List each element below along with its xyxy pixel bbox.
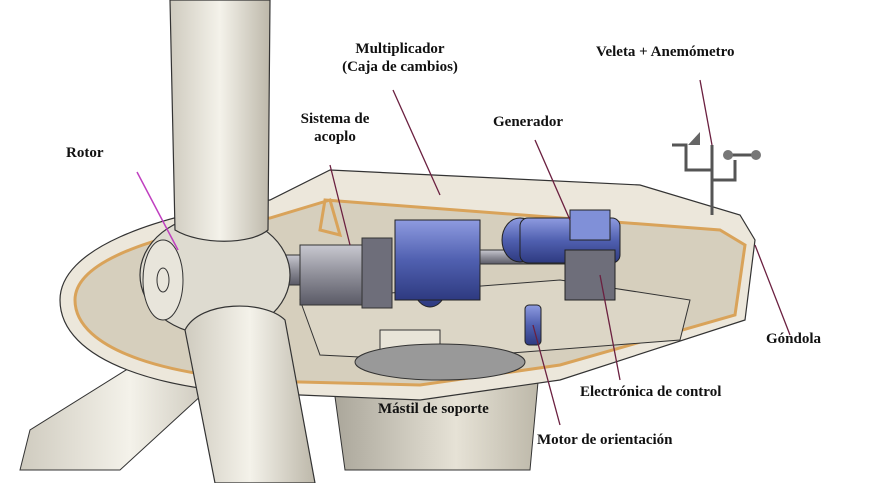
generator-box: [569, 209, 611, 241]
leader-generator: [534, 139, 571, 221]
cup-left: [723, 150, 733, 160]
blade-top: [169, 0, 271, 242]
label-support-mast: Mástil de soporte: [378, 401, 489, 417]
label-coupling-line1: Sistema de: [300, 111, 370, 127]
label-vane-anemometer: Veleta + Anemómetro: [596, 44, 735, 60]
leader-nacelle: [754, 244, 791, 336]
control-cabinet: [564, 249, 616, 301]
leader-yaw-motor: [532, 324, 561, 426]
label-coupling-line2: acoplo: [314, 129, 356, 145]
vane-fin: [688, 132, 700, 145]
label-gearbox-line2: (Caja de cambios): [342, 59, 458, 75]
coupling-block: [361, 237, 393, 309]
yaw-ring: [354, 343, 526, 381]
label-generator: Generador: [493, 114, 563, 130]
label-gearbox: Multiplicador (Caja de cambios): [320, 40, 480, 76]
label-control-electronics: Electrónica de control: [580, 384, 722, 400]
hub-center: [156, 267, 170, 293]
blade-lower: [184, 305, 316, 483]
gearbox-body: [394, 219, 481, 301]
label-yaw-motor: Motor de orientación: [537, 432, 673, 448]
label-rotor: Rotor: [66, 145, 104, 161]
label-nacelle: Góndola: [766, 331, 822, 347]
leader-coupling: [329, 164, 351, 246]
leader-gearbox: [392, 89, 441, 196]
cup-right: [751, 150, 761, 160]
label-gearbox-line1: Multiplicador: [355, 41, 445, 57]
hub-nose: [142, 239, 184, 321]
leader-vane: [699, 79, 713, 146]
leader-lines: [329, 79, 791, 426]
label-coupling: Sistema de acoplo: [280, 110, 390, 146]
leader-rotor: [136, 171, 179, 251]
leader-electronics: [599, 274, 621, 381]
